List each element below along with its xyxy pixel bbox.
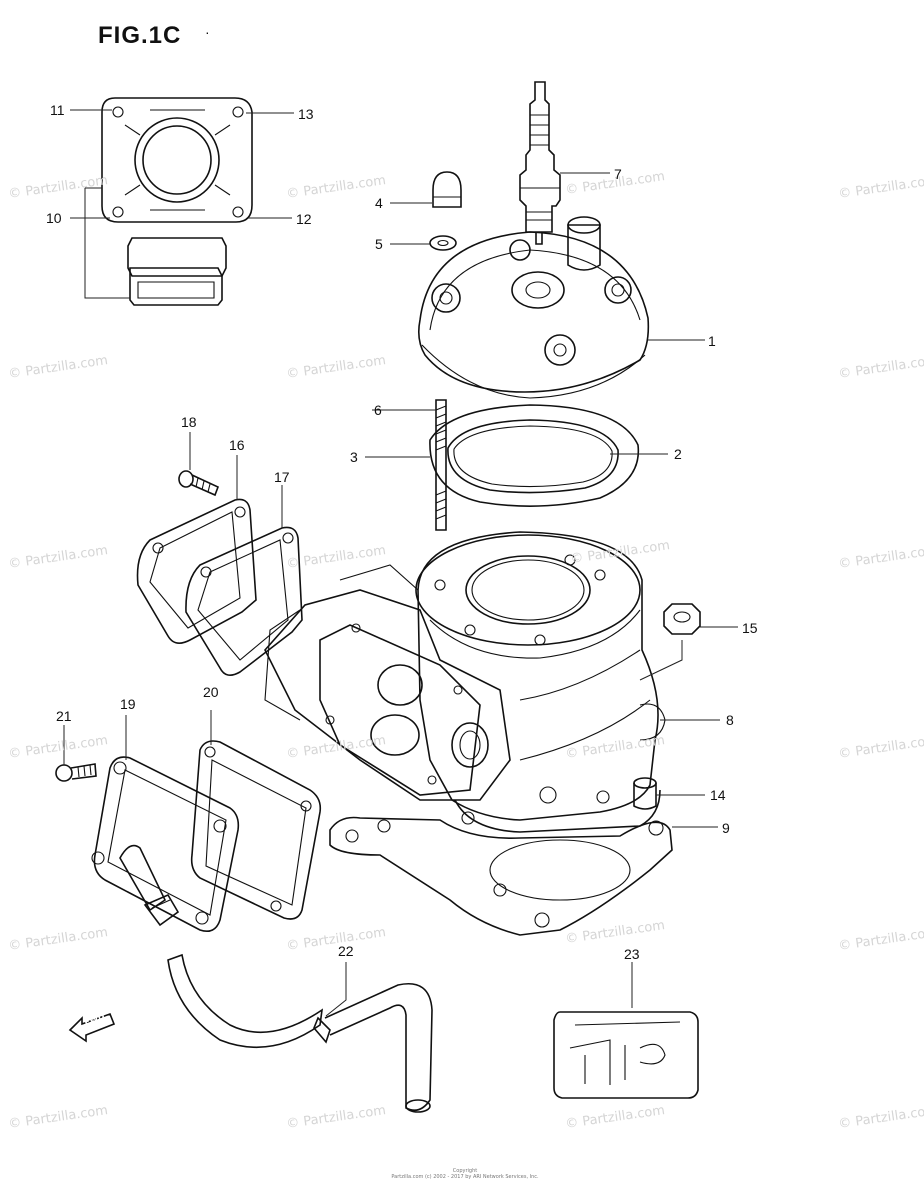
callout-22[interactable]: 22 [338, 943, 354, 959]
callout-9[interactable]: 9 [722, 820, 730, 836]
callout-13[interactable]: 13 [298, 106, 314, 122]
copyright-footer: Copyright Partzilla.com (c) 2002 - 2017 … [380, 1168, 550, 1180]
callout-4[interactable]: 4 [375, 195, 383, 211]
copyright-line-2: Partzilla.com (c) 2002 - 2017 by ARI Net… [391, 1174, 539, 1180]
head-gasket-outer-illustration [429, 404, 640, 507]
callout-17[interactable]: 17 [274, 469, 290, 485]
callout-19[interactable]: 19 [120, 696, 136, 712]
callout-20[interactable]: 20 [203, 684, 219, 700]
callout-12[interactable]: 12 [296, 211, 312, 227]
reed-cover-illustration [91, 756, 240, 933]
reed-gasket-illustration [190, 740, 322, 920]
cylinder-illustration [264, 531, 666, 833]
callout-18[interactable]: 18 [181, 414, 197, 430]
exhaust-gasket-16-illustration [136, 498, 257, 644]
head-gasket-inner-illustration [447, 419, 619, 494]
screw-18-illustration [178, 470, 220, 497]
screw-21-illustration [55, 763, 97, 782]
head-gasket-kit-illustration [84, 97, 253, 306]
callout-14[interactable]: 14 [710, 787, 726, 803]
hose-illustration [167, 953, 433, 1113]
cylinder-head-illustration [418, 216, 650, 399]
callout-6[interactable]: 6 [374, 402, 382, 418]
stud-bolt-illustration [435, 399, 447, 531]
callout-2[interactable]: 2 [674, 446, 682, 462]
callout-23[interactable]: 23 [624, 946, 640, 962]
fwd-arrow [68, 1012, 116, 1043]
leader-lines [63, 109, 738, 1017]
callout-16[interactable]: 16 [229, 437, 245, 453]
copyright-line-1: Copyright [452, 1168, 478, 1174]
title-mark: · [205, 24, 210, 40]
washer-illustration [429, 235, 457, 251]
callout-5[interactable]: 5 [375, 236, 383, 252]
spark-plug-illustration [519, 81, 561, 245]
callout-21[interactable]: 21 [56, 708, 72, 724]
callout-7[interactable]: 7 [614, 166, 622, 182]
callout-10[interactable]: 10 [46, 210, 62, 226]
label-23-illustration [553, 1011, 699, 1099]
exhaust-gasket-17-illustration [185, 526, 303, 676]
callout-15[interactable]: 15 [742, 620, 758, 636]
dowel-pin-illustration [633, 777, 657, 810]
callout-11[interactable]: 11 [50, 102, 65, 118]
nut-15-illustration [663, 603, 701, 635]
callout-3[interactable]: 3 [350, 449, 358, 465]
figure-title: FIG.1C [98, 22, 182, 49]
cap-nut-illustration [432, 171, 462, 208]
callout-1[interactable]: 1 [708, 333, 716, 349]
callout-8[interactable]: 8 [726, 712, 734, 728]
base-gasket-illustration [329, 816, 673, 936]
